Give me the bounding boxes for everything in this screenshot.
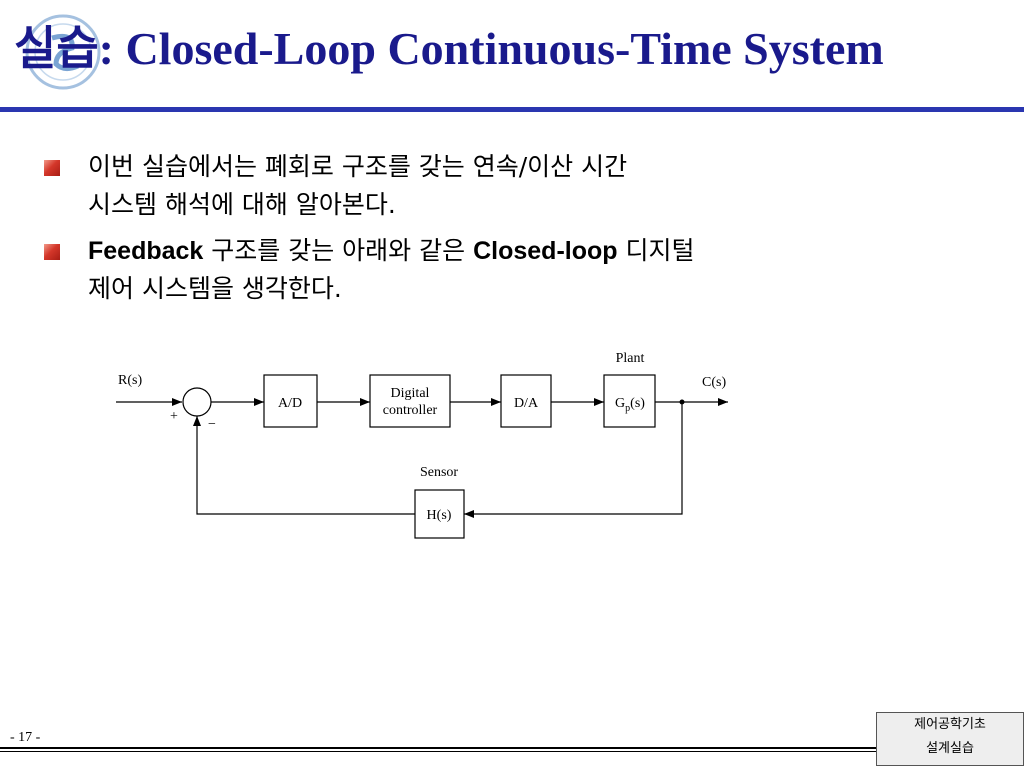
- ad-block: [263, 374, 318, 428]
- controller-label-line-2: controller: [383, 403, 438, 418]
- feedback-path-left: [193, 416, 415, 515]
- ad-label: A/D: [278, 396, 302, 411]
- plus-sign: +: [170, 409, 178, 424]
- slide-title: 실습: Closed-Loop Continuous-Time System: [14, 26, 884, 72]
- plant-label-s: (s): [630, 396, 645, 411]
- summing-junction: [182, 387, 212, 417]
- title-underline: [0, 107, 1024, 112]
- input-label: R(s): [118, 373, 142, 388]
- course-line-2: 설계실습: [926, 741, 974, 756]
- course-label-box: 제어공학기초 설계실습: [876, 712, 1024, 766]
- plant-label: Gp(s): [615, 396, 645, 414]
- controller-block: [369, 374, 451, 428]
- bullet-2-text-1: 구조를 갖는 아래와 같은: [203, 236, 474, 265]
- bullet-2-line-2: 제어 시스템을 생각한다.: [88, 274, 342, 303]
- university-logo: [25, 14, 101, 90]
- plant-label-subscript: p: [625, 403, 630, 414]
- da-block: [500, 374, 552, 428]
- footer-divider-thin: [0, 751, 1024, 752]
- footer-divider: [0, 747, 1024, 749]
- bullet-1-line-2: 시스템 해석에 대해 알아본다.: [88, 190, 396, 219]
- plant-title: Plant: [616, 351, 645, 366]
- sensor-label: H(s): [427, 508, 452, 523]
- sensor-title: Sensor: [420, 465, 458, 480]
- bullet-1-line-1: 이번 실습에서는 폐회로 구조를 갖는 연속/이산 시간: [88, 152, 628, 181]
- page-number: - 17 -: [10, 730, 41, 745]
- bullet-item: Feedback 구조를 갖는 아래와 같은 Closed-loop 디지털 제…: [44, 232, 984, 308]
- da-label: D/A: [514, 396, 539, 411]
- bullet-2-bold-feedback: Feedback: [88, 237, 204, 265]
- bullet-square-icon: [44, 160, 60, 176]
- title-prefix: 실습: [14, 23, 99, 74]
- block-diagram: R(s) + − A/D Digital controller D/A Plan…: [116, 351, 728, 539]
- controller-label-line-1: Digital: [391, 386, 430, 401]
- title-main: : Closed-Loop Continuous-Time System: [98, 23, 884, 74]
- sensor-block: [414, 489, 465, 539]
- output-label: C(s): [702, 375, 726, 390]
- bullet-square-icon: [44, 244, 60, 260]
- plant-block: [603, 374, 656, 428]
- bullet-item: 이번 실습에서는 폐회로 구조를 갖는 연속/이산 시간 시스템 해석에 대해 …: [44, 148, 984, 224]
- feedback-path-right: [464, 402, 683, 518]
- bullet-2-bold-closed-loop: Closed-loop: [473, 237, 618, 265]
- bullet-2-text-2: 디지털: [617, 236, 695, 265]
- plant-label-g: G: [615, 396, 625, 411]
- course-line-1: 제어공학기초: [914, 717, 986, 732]
- minus-sign: −: [208, 417, 216, 432]
- bullet-list: 이번 실습에서는 폐회로 구조를 갖는 연속/이산 시간 시스템 해석에 대해 …: [44, 148, 984, 316]
